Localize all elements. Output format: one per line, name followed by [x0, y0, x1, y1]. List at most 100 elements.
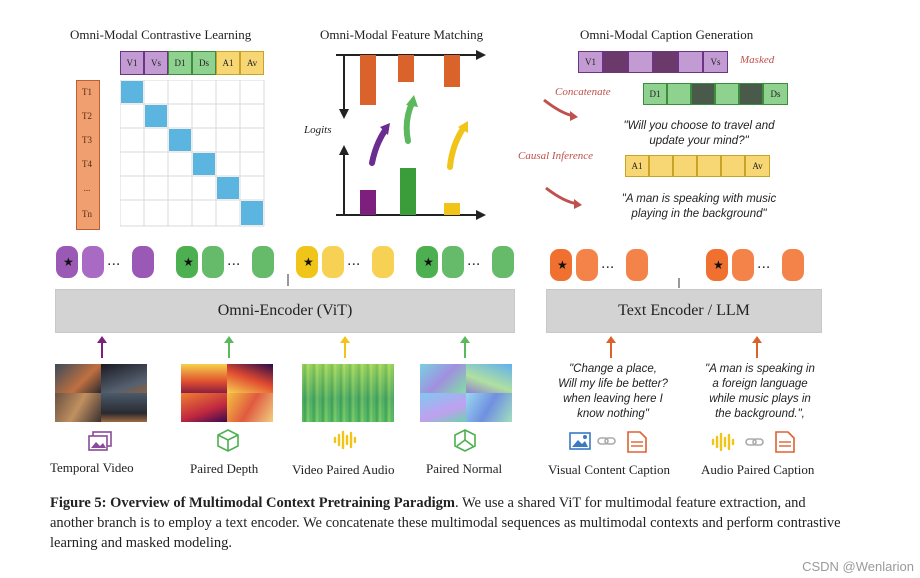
seq-token [715, 83, 739, 105]
seq-token [721, 155, 745, 177]
depth-token [252, 246, 274, 278]
arrow-head [340, 336, 350, 343]
visual-masked-sequence: V1 Vs [578, 51, 728, 73]
cls-star: ★ [557, 258, 568, 272]
logits-label: Logits [304, 124, 332, 136]
audio-input-arrow [344, 342, 346, 358]
cls-star: ★ [183, 255, 194, 269]
visual-token [132, 246, 154, 278]
causal-inference-label: Causal Inference [518, 150, 594, 162]
concatenate-label: Concatenate [555, 86, 611, 98]
row-token: Tn [82, 209, 92, 219]
seq-token [697, 155, 721, 177]
seq-token: V1 [578, 51, 603, 73]
row-token: T3 [82, 135, 92, 145]
image-gallery-icon [88, 431, 112, 451]
seq-token [678, 51, 703, 73]
depth-sequence: D1 Ds [643, 83, 788, 105]
masked-token [739, 83, 763, 105]
audio-caption-quote: "A man is speaking in a foreign language… [705, 363, 815, 420]
audio-sequence: A1 Av [625, 155, 770, 177]
feature-matching-diagram [336, 50, 486, 220]
text-token [782, 249, 804, 281]
visual-caption-quote: "Change a place, Will my life be better?… [558, 363, 668, 420]
feature-matching-title: Omni-Modal Feature Matching [320, 27, 484, 42]
figure-caption-text: . We use a shared ViT for multimodal fea… [50, 495, 841, 551]
flow-arrows [543, 98, 582, 209]
seq-token: Ds [763, 83, 788, 105]
ellipsis: ... [227, 252, 241, 269]
similarity-grid [120, 80, 265, 227]
arrow-head [752, 336, 762, 343]
cls-star: ★ [423, 255, 434, 269]
cls-star: ★ [63, 255, 74, 269]
text-token [706, 249, 728, 281]
normal-token [416, 246, 438, 278]
seq-token: Av [745, 155, 770, 177]
seq-token: A1 [625, 155, 649, 177]
seq-token: Vs [703, 51, 728, 73]
modality-label: Paired Normal [426, 461, 503, 476]
omni-encoder: Omni-Encoder (ViT) [55, 289, 515, 333]
seq-token: D1 [643, 83, 667, 105]
normal-token [442, 246, 464, 278]
text-token [626, 249, 648, 281]
col-token: V1 [120, 51, 144, 75]
caption-generation-title: Omni-Modal Caption Generation [580, 27, 754, 42]
ellipsis: ... [107, 252, 121, 269]
arrow-head [97, 336, 107, 343]
col-token: Vs [144, 51, 168, 75]
col-token: A1 [216, 51, 240, 75]
depth-token [176, 246, 198, 278]
modality-label: Audio Paired Caption [701, 462, 815, 477]
masked-token [603, 51, 628, 73]
normal-input-arrow [464, 342, 466, 358]
cls-star: ★ [303, 255, 314, 269]
cls-star: ★ [713, 258, 724, 272]
seq-token [673, 155, 697, 177]
arrow-head [460, 336, 470, 343]
modality-label: Paired Depth [190, 461, 259, 476]
caption-input-arrow [610, 342, 612, 358]
masked-token [691, 83, 715, 105]
visual-token [82, 246, 104, 278]
temporal-video-thumbnail [55, 364, 147, 422]
row-token: T4 [82, 159, 92, 169]
text-token [576, 249, 598, 281]
figure-caption: Figure 5: Overview of Multimodal Context… [50, 493, 850, 553]
text-token [732, 249, 754, 281]
masked-token [653, 51, 678, 73]
image-link-document-icon [569, 431, 647, 453]
col-token: D1 [168, 51, 192, 75]
seq-token [649, 155, 673, 177]
ellipsis: ... [757, 255, 771, 272]
video-input-arrow [101, 342, 103, 358]
ellipsis: ... [467, 252, 481, 269]
caption-quote-1: "Will you choose to travel and update yo… [623, 120, 775, 147]
text-encoder: Text Encoder / LLM [546, 289, 822, 333]
caption-quote-2: "A man is speaking with music playing in… [621, 193, 777, 220]
watermark: CSDN @Wenlarion [802, 559, 914, 574]
figure-caption-label: Figure 5: Overview of Multimodal Context… [50, 495, 455, 511]
contrastive-learning-title: Omni-Modal Contrastive Learning [70, 27, 252, 42]
audio-spectrogram-thumbnail [302, 364, 394, 422]
audio-link-document-icon [711, 431, 795, 453]
masked-label: Masked [740, 54, 775, 66]
depth-input-arrow [228, 342, 230, 358]
encoder-output-arrow [287, 274, 289, 286]
audio-wave-icon [333, 430, 357, 450]
modality-label: Temporal Video [50, 460, 134, 475]
seq-token [628, 51, 653, 73]
ellipsis: ... [601, 255, 615, 272]
visual-token [56, 246, 78, 278]
modality-label: Visual Content Caption [548, 462, 670, 477]
row-token: ... [83, 183, 91, 193]
contrastive-matrix: V1 Vs D1 Ds A1 Av T1 T2 T3 T4 ... Tn [72, 48, 272, 233]
normal-cube-icon [454, 429, 476, 452]
arrow-head [224, 336, 234, 343]
ellipsis: ... [347, 252, 361, 269]
row-token: T1 [82, 87, 92, 97]
audio-token [296, 246, 318, 278]
normal-token [492, 246, 514, 278]
paired-depth-thumbnail [181, 364, 273, 422]
